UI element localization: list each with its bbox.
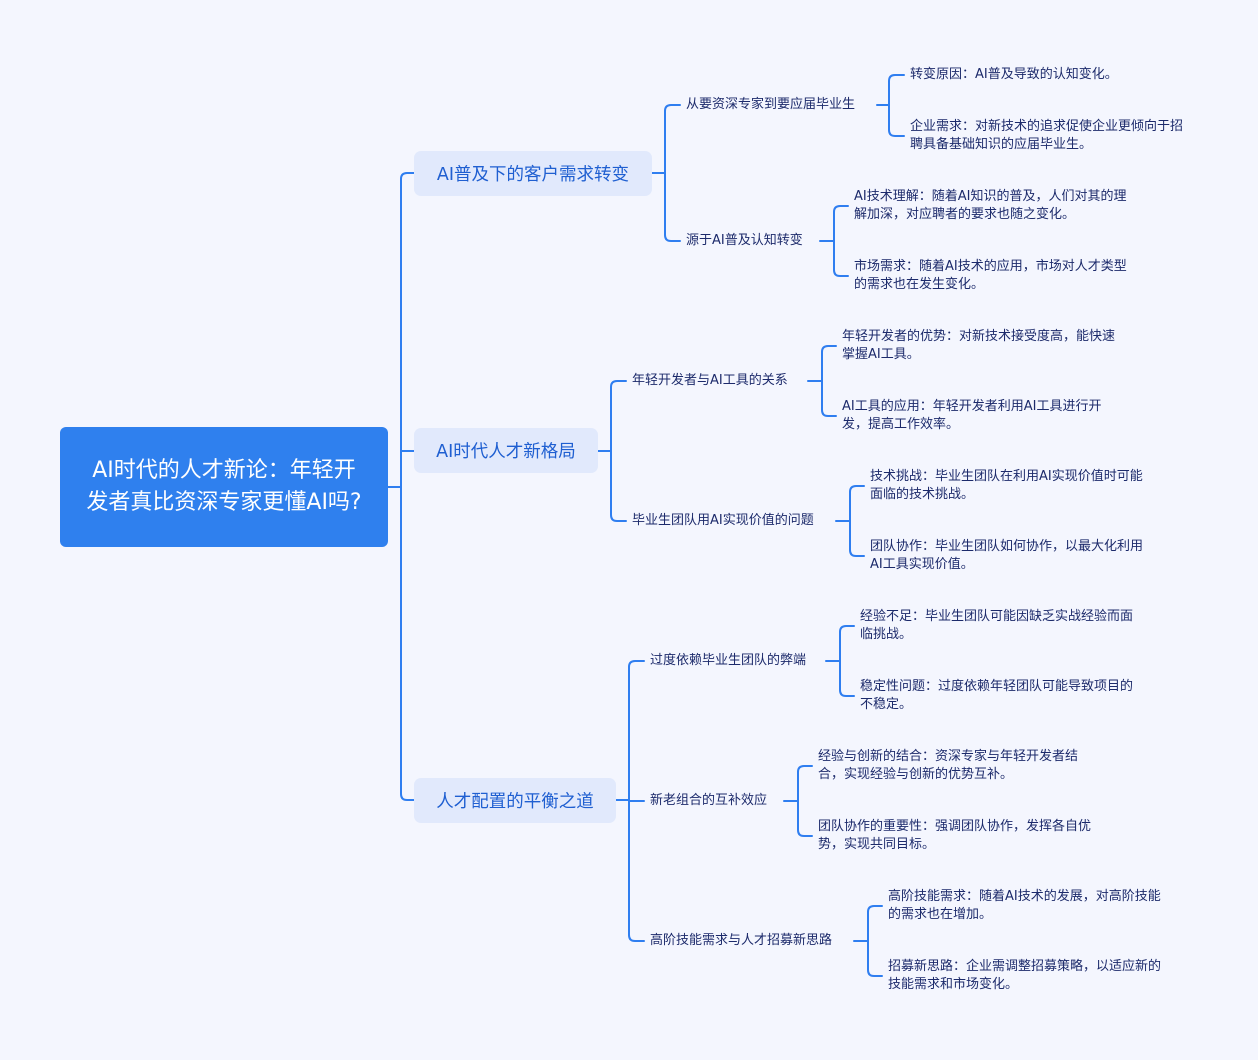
branch-talent-balance[interactable]: 人才配置的平衡之道 (414, 778, 616, 823)
detail-item[interactable]: 经验与创新的结合：资深专家与年轻开发者结合，实现经验与创新的优势互补。 (818, 749, 1079, 782)
branch-customer-demand[interactable]: AI普及下的客户需求转变 (414, 151, 652, 196)
detail-item[interactable]: 高阶技能需求：随着AI技术的发展，对高阶技能的需求也在增加。 (888, 889, 1161, 922)
branch-label: AI普及下的客户需求转变 (436, 165, 630, 185)
detail-item[interactable]: 年轻开发者的优势：对新技术接受度高，能快速掌握AI工具。 (842, 329, 1116, 362)
subtopic[interactable]: 源于AI普及认知转变 (686, 233, 803, 248)
detail-item[interactable]: 团队协作：毕业生团队如何协作，以最大化利用AI工具实现价值。 (870, 539, 1144, 572)
subtopic[interactable]: 新老组合的互补效应 (650, 793, 768, 808)
detail-item[interactable]: AI工具的应用：年轻开发者利用AI工具进行开发，提高工作效率。 (842, 399, 1102, 432)
detail-item[interactable]: 企业需求：对新技术的追求促使企业更倾向于招聘具备基础知识的应届毕业生。 (910, 119, 1184, 152)
branch-talent-landscape[interactable]: AI时代人才新格局 (414, 428, 598, 473)
detail-item[interactable]: 稳定性问题：过度依赖年轻团队可能导致项目的不稳定。 (860, 679, 1134, 712)
detail-item[interactable]: 技术挑战：毕业生团队在利用AI实现价值时可能面临的技术挑战。 (870, 469, 1143, 502)
subtopic[interactable]: 毕业生团队用AI实现价值的问题 (632, 513, 814, 528)
root-topic[interactable]: AI时代的人才新论：年轻开发者真比资深专家更懂AI吗? (60, 427, 388, 547)
detail-item[interactable]: AI技术理解：随着AI知识的普及，人们对其的理解加深，对应聘者的要求也随之变化。 (854, 189, 1127, 222)
branch-label: 人才配置的平衡之道 (436, 792, 594, 812)
detail-item[interactable]: 经验不足：毕业生团队可能因缺乏实战经验而面临挑战。 (860, 609, 1134, 642)
root-title: AI时代的人才新论：年轻开发者真比资深专家更懂AI吗? (86, 458, 362, 515)
subtopic[interactable]: 过度依赖毕业生团队的弊端 (650, 653, 807, 668)
subtopic[interactable]: 高阶技能需求与人才招募新思路 (650, 933, 833, 948)
detail-item[interactable]: 市场需求：随着AI技术的应用，市场对人才类型的需求也在发生变化。 (854, 259, 1127, 292)
subtopic[interactable]: 年轻开发者与AI工具的关系 (632, 373, 788, 388)
detail-item[interactable]: 招募新思路：企业需调整招募策略，以适应新的技能需求和市场变化。 (888, 959, 1162, 992)
detail-item[interactable]: 团队协作的重要性：强调团队协作，发挥各自优势，实现共同目标。 (818, 819, 1092, 852)
branch-label: AI时代人才新格局 (436, 442, 576, 462)
detail-item[interactable]: 转变原因：AI普及导致的认知变化。 (910, 67, 1118, 82)
subtopic[interactable]: 从要资深专家到要应届毕业生 (686, 97, 856, 112)
